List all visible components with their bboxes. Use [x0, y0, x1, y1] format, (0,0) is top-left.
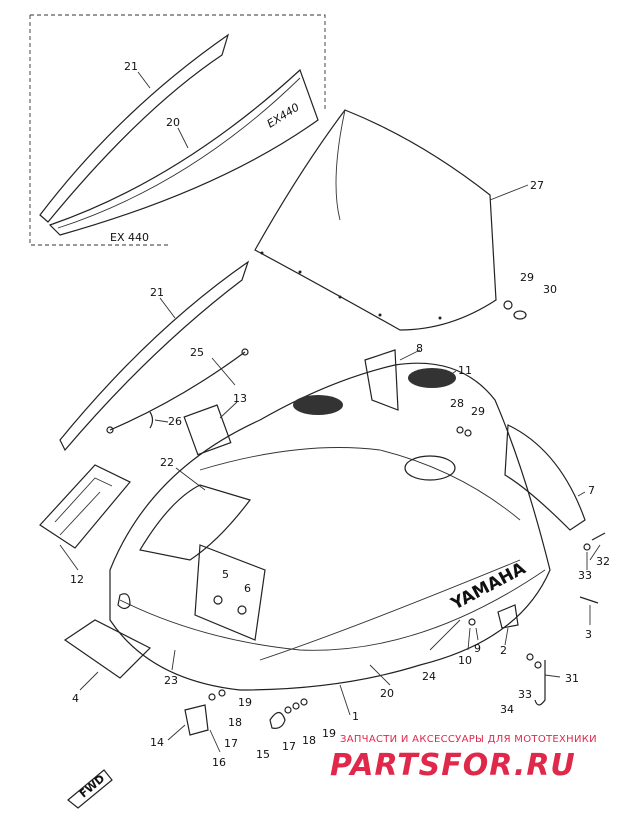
callout-5: 5 [222, 568, 229, 581]
callout-23: 23 [164, 674, 178, 687]
callout-17-right: 17 [282, 740, 296, 753]
part-21-decal [59, 260, 250, 452]
part-4-grille [63, 619, 152, 679]
callout-19-right: 19 [322, 727, 336, 740]
callout-29-lower: 29 [471, 405, 485, 418]
callout-20: 20 [166, 116, 180, 129]
callout-7: 7 [588, 484, 595, 497]
part-13 [183, 404, 232, 456]
part-11-vent [408, 368, 456, 388]
part-8 [364, 349, 399, 411]
part-21-decal-inset [39, 33, 230, 223]
callout-labels: 21 20 EX 440 27 29 30 21 25 8 11 13 28 2… [70, 60, 610, 769]
callout-29: 29 [520, 271, 534, 284]
callout-33-lower: 33 [518, 688, 532, 701]
callout-26: 26 [168, 415, 182, 428]
callout-28: 28 [450, 397, 464, 410]
callout-22: 22 [160, 456, 174, 469]
callout-20-main: 20 [380, 687, 394, 700]
part-20-stripe-inset [48, 68, 319, 236]
part-27-windshield [254, 109, 497, 331]
callout-19: 19 [238, 696, 252, 709]
part-1-hood [109, 362, 551, 691]
inset-label: EX 440 [110, 231, 149, 244]
part-7-grille [504, 424, 586, 531]
callout-14: 14 [150, 736, 164, 749]
callout-6: 6 [244, 582, 251, 595]
callout-18: 18 [228, 716, 242, 729]
callout-1: 1 [352, 710, 359, 723]
callout-8: 8 [416, 342, 423, 355]
callout-10: 10 [458, 654, 472, 667]
part-25-cable [109, 351, 246, 431]
callout-30: 30 [543, 283, 557, 296]
callout-12: 12 [70, 573, 84, 586]
callout-27: 27 [530, 179, 544, 192]
callout-21: 21 [124, 60, 138, 73]
front-direction-marker: FWD [67, 769, 113, 809]
part-5-6-panel [194, 544, 266, 641]
callout-17: 17 [224, 737, 238, 750]
callout-2: 2 [500, 644, 507, 657]
callout-11: 11 [458, 364, 472, 377]
hood-brand-text: YAMAHA [447, 558, 530, 615]
callout-31: 31 [565, 672, 579, 685]
callout-3: 3 [585, 628, 592, 641]
callout-21-main: 21 [150, 286, 164, 299]
callout-24: 24 [422, 670, 436, 683]
callout-33: 33 [578, 569, 592, 582]
ex440-inset [29, 14, 326, 246]
callout-32: 32 [596, 555, 610, 568]
callout-18-right: 18 [302, 734, 316, 747]
part-12-louver [39, 464, 131, 549]
part-22-window [139, 484, 251, 561]
callout-34: 34 [500, 703, 514, 716]
leader-lines [59, 71, 601, 753]
callout-25: 25 [190, 346, 204, 359]
watermark: ЗАПЧАСТИ И АКСЕССУАРЫ ДЛЯ МОТОТЕХНИКИ PA… [330, 734, 597, 783]
part-hood-vent-left [293, 395, 343, 415]
callout-16: 16 [212, 756, 226, 769]
callout-13: 13 [233, 392, 247, 405]
callout-15: 15 [256, 748, 270, 761]
watermark-tagline: ЗАПЧАСТИ И АКСЕССУАРЫ ДЛЯ МОТОТЕХНИКИ [340, 734, 597, 745]
watermark-site: PARTSFOR.RU [330, 748, 576, 783]
callout-4: 4 [72, 692, 79, 705]
callout-9: 9 [474, 642, 481, 655]
